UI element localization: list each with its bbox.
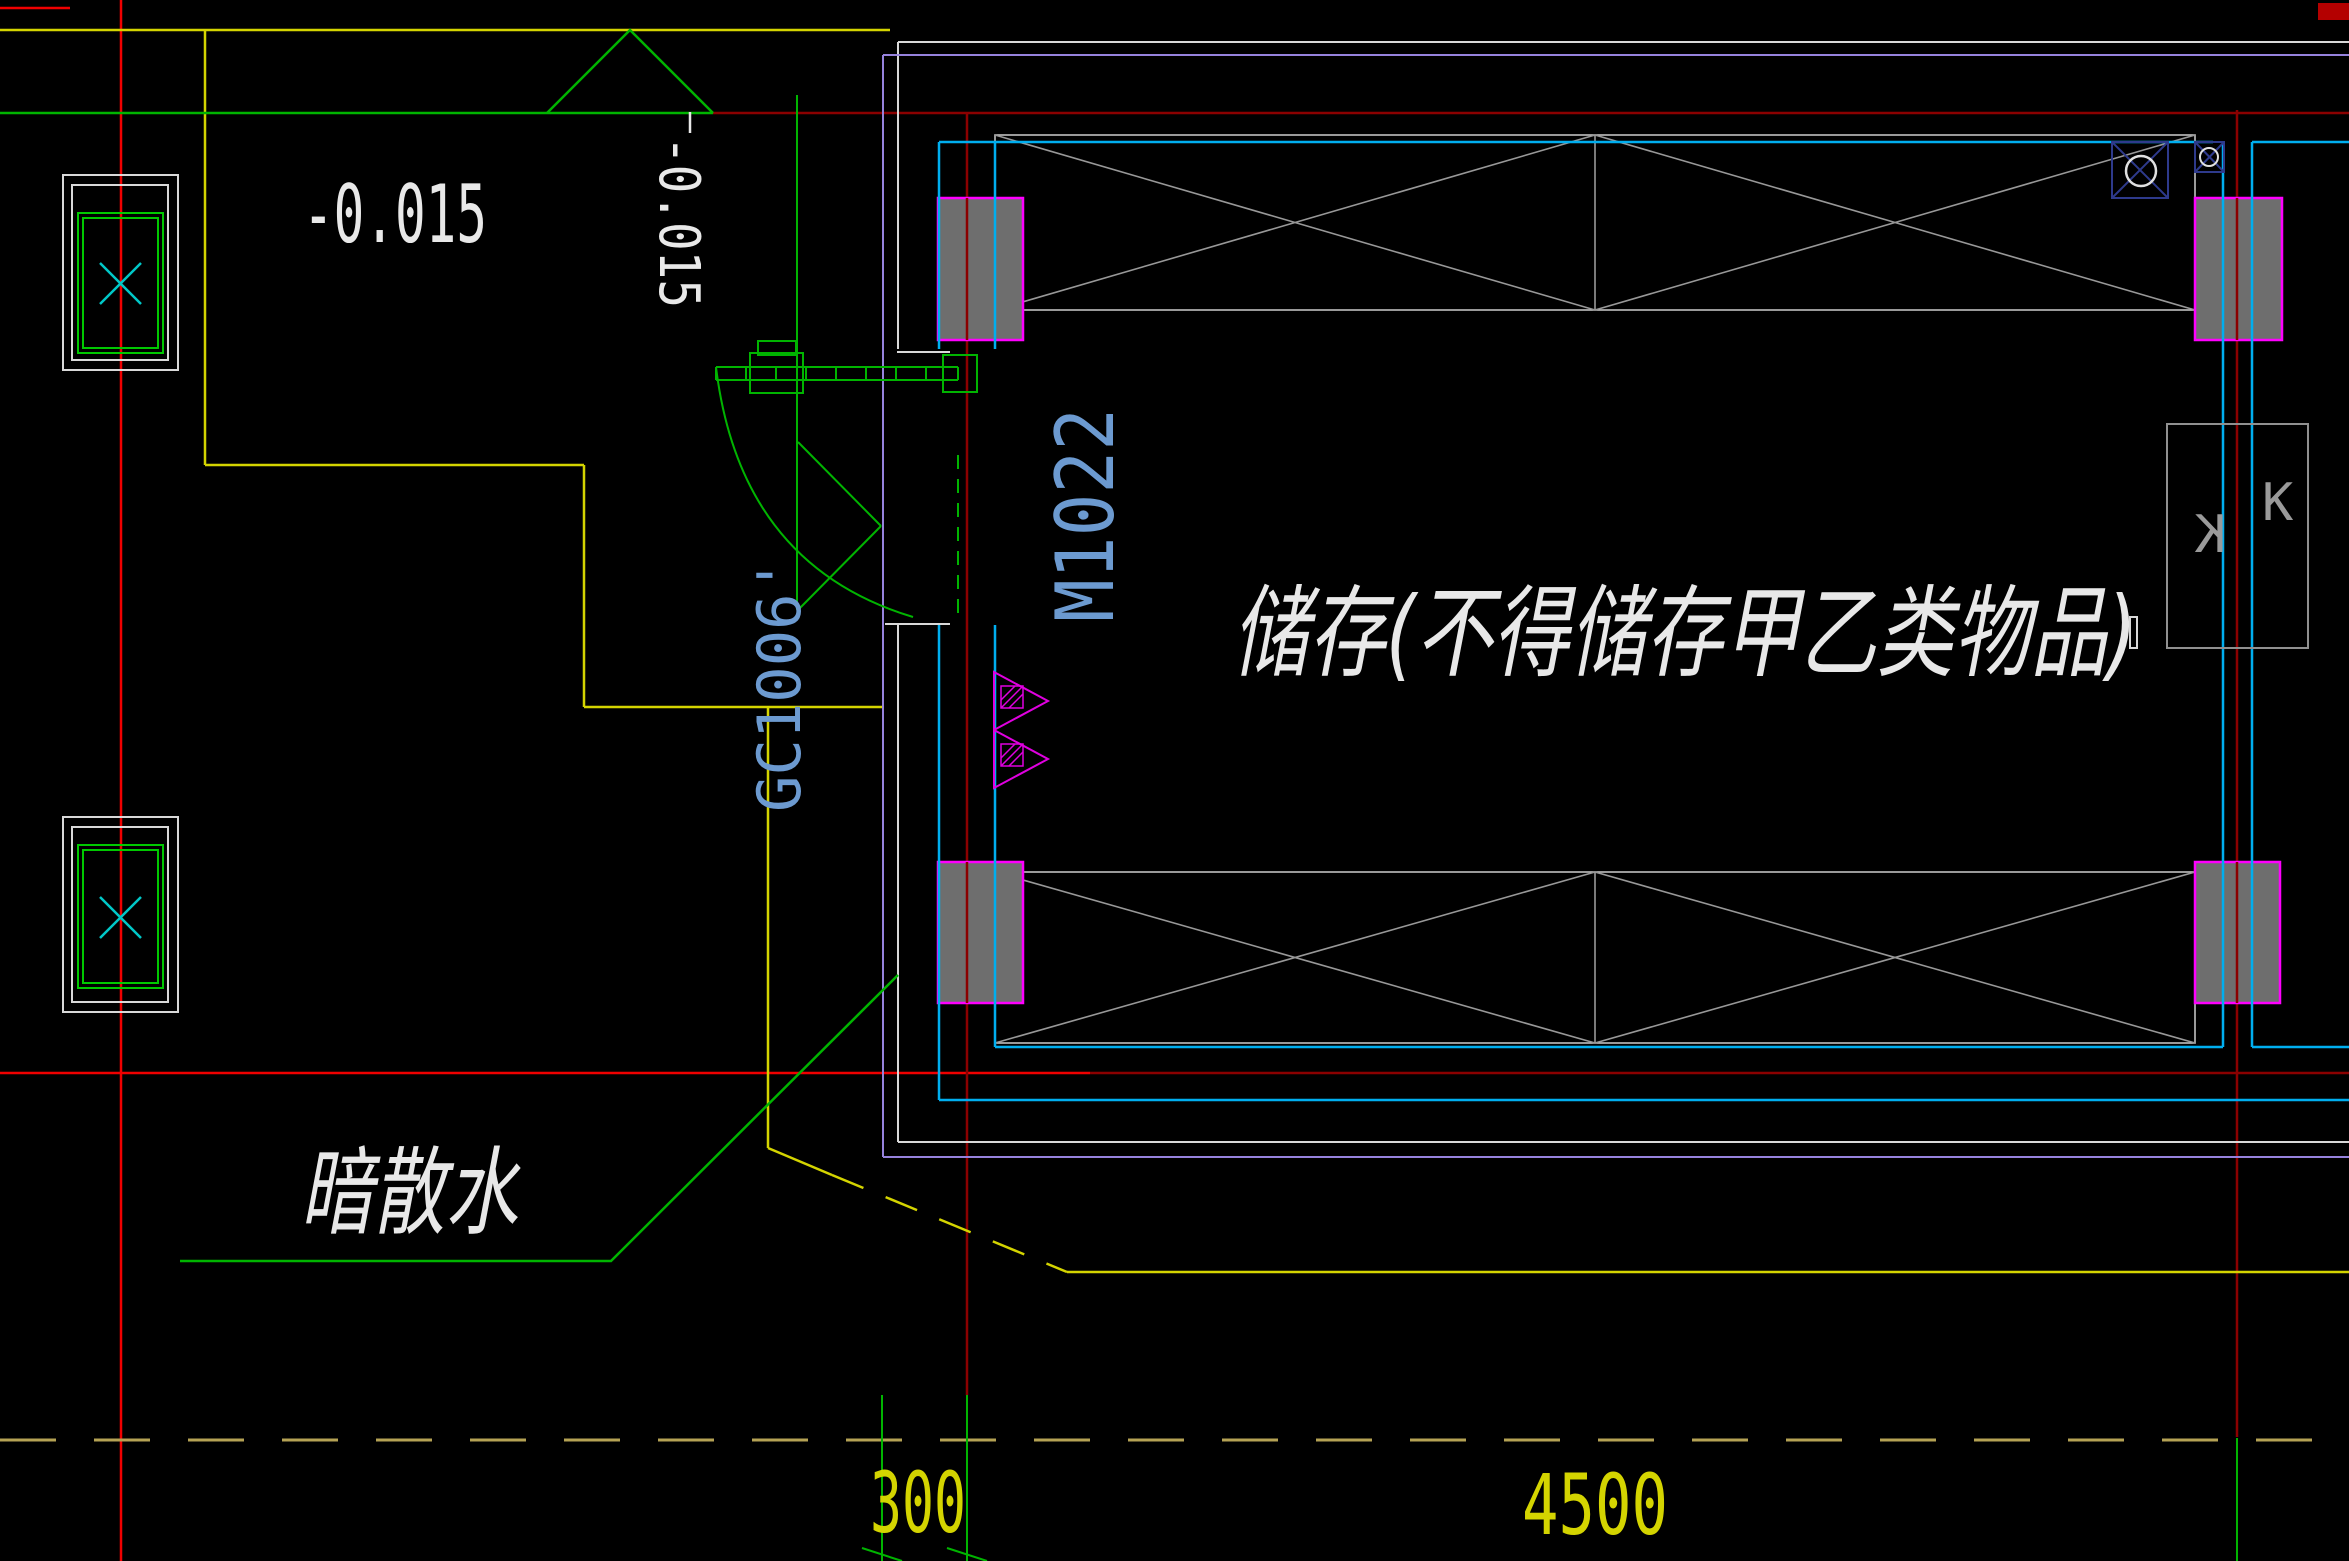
apron-note-label: 暗散水	[300, 1137, 521, 1249]
elevation-label: -0.015	[303, 168, 487, 261]
drain-symbols	[2111, 141, 2225, 199]
dimension-extension-lines	[861, 1395, 2238, 1561]
column-top-right	[2193, 196, 2284, 342]
yellow-dashed-fold-line	[831, 1173, 1068, 1274]
top-wall-brace-band	[994, 134, 2196, 311]
axis-lines-dark-red	[713, 110, 2349, 1437]
wall-faces-cyan	[937, 140, 2349, 1102]
apron-leader-line	[180, 974, 899, 1263]
room-note-label: 储存(不得储存甲乙类物品)	[1232, 575, 2137, 692]
vent-triangle-symbols	[993, 670, 1051, 790]
door-swing-arc	[715, 366, 914, 618]
fixture-bottom-left	[62, 816, 179, 1013]
window-band	[715, 340, 978, 394]
column-centerlines-dark-red	[965, 198, 2239, 1003]
column-bottom-left	[936, 860, 1025, 1005]
column-top-left	[936, 196, 1025, 342]
k-shaft-box: K K	[2166, 423, 2309, 649]
viewport-corner-marker	[2318, 3, 2349, 20]
wall-outline-white	[885, 41, 2349, 1143]
window-code-label: GC1006'	[745, 557, 815, 812]
dimension-300: 300	[870, 1454, 966, 1552]
fixture-top-left	[62, 174, 179, 371]
fixture-x-mark	[99, 896, 142, 939]
drain-box-small	[2194, 141, 2225, 173]
fixture-x-mark	[99, 262, 142, 305]
vent-hatch-squares	[1000, 685, 1024, 767]
elevation-triangle-icon	[546, 28, 714, 114]
axis-lines-bright-red	[0, 0, 1090, 1561]
dimension-4500: 4500	[1522, 1456, 1668, 1554]
drain-box-large	[2111, 141, 2169, 199]
elevation-marker-label: -0.015	[646, 136, 711, 308]
bottom-wall-brace-band	[994, 871, 2196, 1044]
door-window-assembly	[715, 95, 978, 620]
k-label-right: K	[2262, 473, 2294, 533]
k-label-left: K	[2194, 505, 2226, 565]
yellow-site-lines	[0, 28, 2349, 1274]
door-leaf	[796, 95, 882, 611]
door-code-label: M1022	[1039, 408, 1132, 622]
